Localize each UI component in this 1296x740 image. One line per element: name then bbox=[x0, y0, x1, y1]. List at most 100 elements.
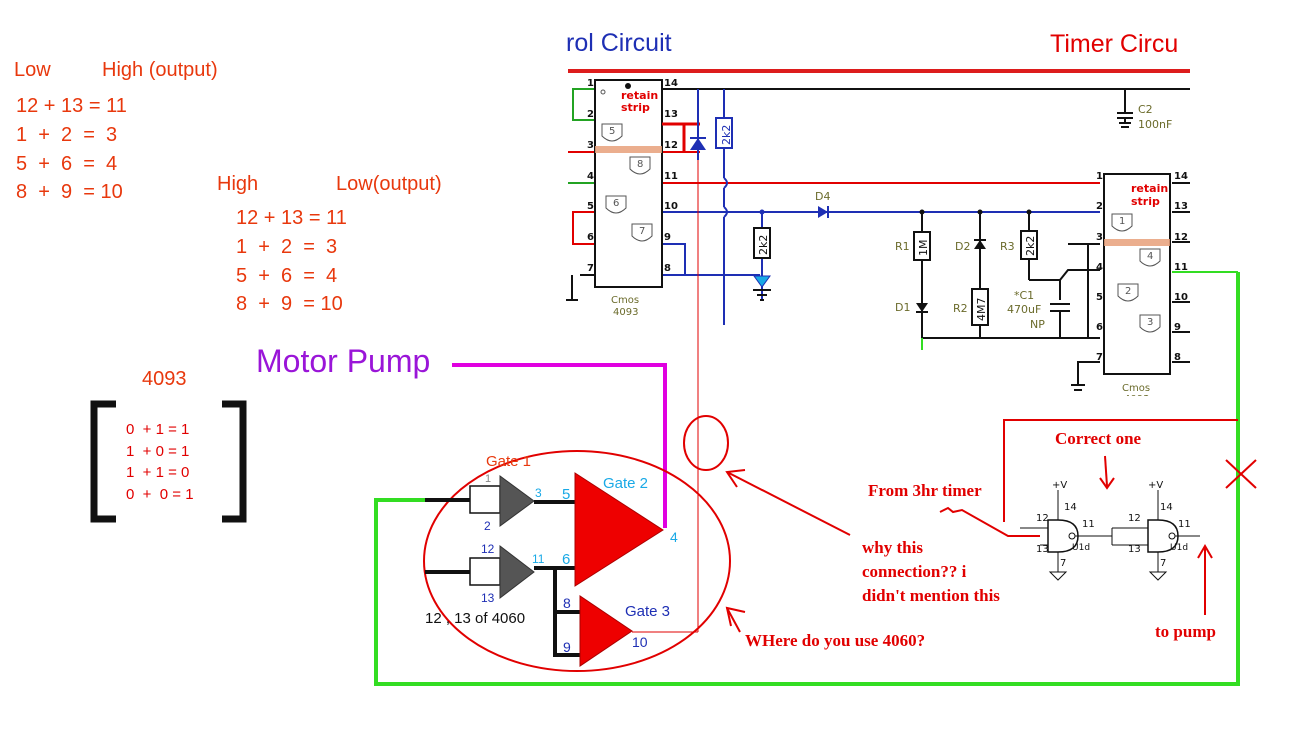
diode-symbol bbox=[690, 138, 706, 150]
svg-text:2: 2 bbox=[484, 519, 491, 533]
svg-text:9: 9 bbox=[664, 232, 671, 243]
svg-text:9: 9 bbox=[563, 639, 571, 655]
truth-high-header-low: Low(output) bbox=[336, 173, 442, 195]
svg-text:100nF: 100nF bbox=[1138, 118, 1172, 131]
svg-text:14: 14 bbox=[1160, 502, 1173, 513]
gate2-label: Gate 2 bbox=[603, 475, 648, 492]
matrix-left-bracket bbox=[90, 400, 116, 523]
svg-text:7: 7 bbox=[1060, 558, 1066, 569]
svg-text:13: 13 bbox=[1174, 201, 1188, 212]
ic-left-body bbox=[594, 79, 663, 288]
svg-text:D2: D2 bbox=[955, 240, 970, 253]
svg-text:2: 2 bbox=[1096, 201, 1103, 212]
why-arrow bbox=[726, 471, 851, 536]
svg-text:10: 10 bbox=[664, 201, 678, 212]
resistor-r3 bbox=[1020, 230, 1038, 260]
svg-text:3: 3 bbox=[535, 486, 542, 500]
matrix-right-bracket bbox=[222, 400, 247, 523]
why-text-3: didn't mention this bbox=[862, 586, 1000, 605]
svg-text:retain: retain bbox=[621, 89, 658, 102]
control-blue-bus: 2k2 2k2 bbox=[690, 89, 771, 325]
svg-text:4M7: 4M7 bbox=[975, 298, 988, 322]
svg-text:14: 14 bbox=[664, 78, 678, 89]
svg-text:14: 14 bbox=[1064, 502, 1077, 513]
svg-text:6: 6 bbox=[613, 198, 619, 209]
nand-gate-1: +V 14 12 13 11 7 U1d bbox=[1020, 480, 1112, 581]
motor-pump-label: Motor Pump bbox=[256, 343, 430, 379]
svg-text:strip: strip bbox=[621, 101, 650, 114]
green-feedback-wire bbox=[374, 272, 1240, 686]
resistor-r2 bbox=[971, 288, 989, 326]
svg-text:9: 9 bbox=[1174, 322, 1181, 333]
retain-strip-band bbox=[595, 146, 662, 153]
truth-high-row: 12 + 13 = 11 bbox=[236, 207, 347, 229]
resistor-2k2-top bbox=[715, 117, 733, 149]
svg-text:11: 11 bbox=[1178, 519, 1191, 530]
svg-text:10: 10 bbox=[632, 634, 648, 650]
svg-text:2k2: 2k2 bbox=[1024, 236, 1037, 256]
capacitor-c2: C2 100nF bbox=[1117, 89, 1172, 131]
matrix-row: 1 + 0 = 1 bbox=[126, 443, 189, 460]
svg-text:12: 12 bbox=[1128, 513, 1141, 524]
svg-text:12: 12 bbox=[481, 542, 495, 556]
truth-high-header-high: High bbox=[217, 173, 258, 195]
svg-text:NP: NP bbox=[1030, 318, 1045, 331]
svg-text:D1: D1 bbox=[895, 301, 910, 314]
svg-text:retain: retain bbox=[1131, 182, 1168, 195]
svg-text:11: 11 bbox=[532, 552, 545, 566]
svg-text:6: 6 bbox=[1096, 322, 1103, 333]
svg-text:7: 7 bbox=[639, 226, 645, 237]
svg-text:strip: strip bbox=[1131, 195, 1160, 208]
svg-text:6: 6 bbox=[587, 232, 594, 243]
matrix-row: 1 + 1 = 0 bbox=[126, 464, 189, 481]
svg-text:7: 7 bbox=[1160, 558, 1166, 569]
correct-one-text: Correct one bbox=[1055, 429, 1142, 448]
from-timer-text: From 3hr timer bbox=[868, 481, 982, 500]
svg-text:8: 8 bbox=[563, 595, 571, 611]
resistor-2k2-led bbox=[753, 227, 771, 259]
why-text-2: connection?? i bbox=[862, 562, 967, 581]
svg-text:11: 11 bbox=[1174, 262, 1188, 273]
svg-text:6: 6 bbox=[562, 551, 570, 568]
ic-right-body bbox=[1103, 173, 1171, 375]
where-text: WHere do you use 4060? bbox=[745, 631, 925, 650]
svg-text:13: 13 bbox=[1036, 544, 1049, 555]
svg-text:13: 13 bbox=[1128, 544, 1141, 555]
svg-text:7: 7 bbox=[1096, 352, 1103, 363]
svg-text:C2: C2 bbox=[1138, 103, 1153, 116]
motor-pump-wire bbox=[452, 363, 667, 528]
truth-low-row: 8 + 9 = 10 bbox=[16, 181, 123, 203]
svg-text:8: 8 bbox=[637, 159, 643, 170]
svg-text:3: 3 bbox=[587, 140, 594, 151]
svg-text:R2: R2 bbox=[953, 302, 968, 315]
svg-text:8: 8 bbox=[1174, 352, 1181, 363]
svg-text:3: 3 bbox=[1096, 232, 1103, 243]
svg-text:2: 2 bbox=[1125, 286, 1131, 297]
resistor-r1 bbox=[913, 231, 931, 261]
gate3-shape bbox=[579, 595, 633, 667]
truth-low-row: 12 + 13 = 11 bbox=[16, 95, 127, 117]
gate1-label: Gate 1 bbox=[486, 453, 531, 470]
svg-text:2k2: 2k2 bbox=[757, 235, 770, 255]
svg-text:1: 1 bbox=[587, 78, 594, 89]
matrix-title: 4093 bbox=[142, 368, 187, 390]
svg-text:5: 5 bbox=[587, 201, 594, 212]
svg-text:R1: R1 bbox=[895, 240, 910, 253]
gate2-shape bbox=[574, 472, 664, 587]
svg-text:7: 7 bbox=[587, 263, 594, 274]
svg-text:2: 2 bbox=[587, 109, 594, 120]
truth-table-high: High Low(output) 12 + 13 = 11 1 + 2 = 3 … bbox=[217, 173, 442, 315]
matrix-row: 0 + 1 = 1 bbox=[126, 421, 189, 438]
svg-text:*C1: *C1 bbox=[1014, 289, 1034, 302]
svg-text:12: 12 bbox=[1036, 513, 1049, 524]
svg-text:4: 4 bbox=[670, 529, 678, 545]
where-arrow bbox=[726, 607, 741, 633]
svg-text:+V: +V bbox=[1052, 480, 1067, 491]
svg-text:4: 4 bbox=[1096, 262, 1103, 273]
svg-text:13: 13 bbox=[664, 109, 678, 120]
gate-diagram: Gate 1 Gate 2 Gate 3 1 2 3 5 12 13 11 6 … bbox=[423, 450, 731, 672]
truth-high-row: 8 + 9 = 10 bbox=[236, 293, 343, 315]
svg-text:2k2: 2k2 bbox=[720, 125, 733, 145]
svg-text:+V: +V bbox=[1148, 480, 1163, 491]
